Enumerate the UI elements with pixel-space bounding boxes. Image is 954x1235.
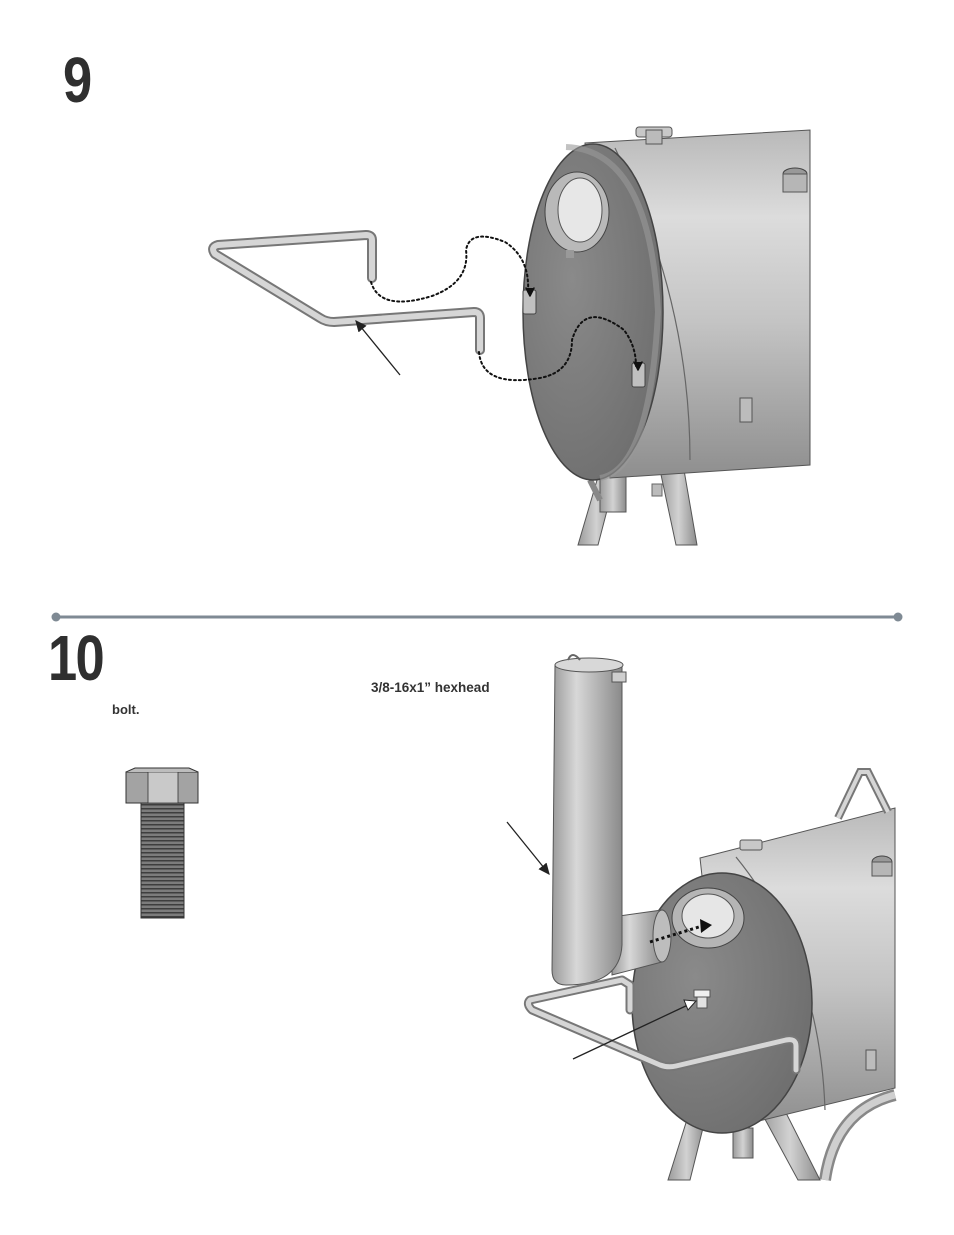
hex-bolt-icon <box>126 768 198 918</box>
step10-smoker <box>632 772 895 1180</box>
section-divider <box>52 613 903 622</box>
smokestack-pointer-arrow-icon <box>507 822 549 874</box>
step9-pointer-arrow-icon <box>356 321 400 375</box>
step9-smoker <box>523 127 810 545</box>
